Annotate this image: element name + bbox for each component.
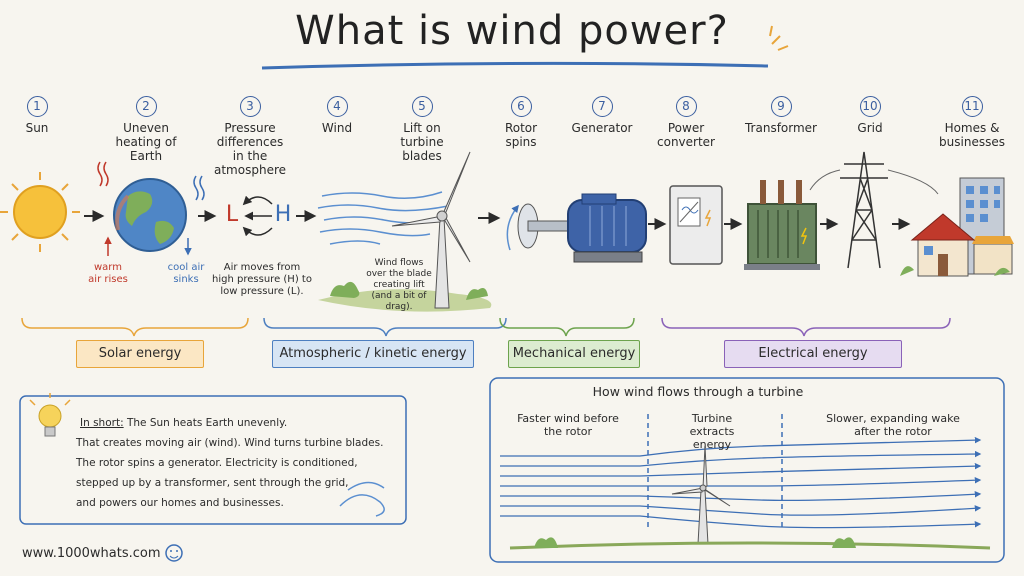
step-label: Transformer: [744, 121, 817, 135]
atmospheric-brace: [263, 317, 507, 337]
flow-title: How wind flows through a turbine: [592, 384, 804, 399]
step-label: Generator: [571, 121, 633, 135]
warm-air-note: warm air rises: [88, 262, 128, 285]
pylon-icon: [809, 151, 939, 269]
earth-icon: [113, 178, 187, 252]
title-sparkle: [769, 25, 789, 51]
step-label: Sun: [25, 121, 49, 135]
step-number: 2: [135, 96, 157, 117]
step-label: Lift on turbine blades: [400, 121, 444, 163]
step-wind: 4 Wind: [314, 96, 360, 135]
step-rotor: 6 Rotor spins: [496, 96, 546, 149]
pressure-arrow-top-icon: [242, 195, 273, 206]
heat-wave-icon: [97, 161, 109, 187]
step-grid: 10 Grid: [844, 96, 896, 135]
solar-brace: [21, 317, 249, 337]
high-pressure-label: H: [274, 202, 292, 227]
step-number: 7: [591, 96, 613, 117]
step-number: 9: [770, 96, 792, 117]
cool-air-note: cool air sinks: [167, 262, 205, 285]
step-number: 10: [859, 96, 881, 117]
pressure-arrow-bottom-icon: [242, 226, 273, 237]
generator-icon: [567, 193, 647, 263]
flow-slower-label: Slower, expanding wake after the rotor: [826, 412, 960, 438]
step-label: Grid: [857, 121, 883, 135]
info-line-4: stepped up by a transformer, sent throug…: [76, 477, 349, 489]
step-number: 3: [239, 96, 261, 117]
step-generator: 7 Generator: [568, 96, 636, 135]
bush-icon-2: [466, 288, 488, 300]
category-electrical: Electrical energy: [724, 340, 902, 368]
step-uneven-heating: 2 Uneven heating of Earth: [110, 96, 182, 163]
cool-wave-icon: [193, 175, 205, 201]
bush-icon: [330, 281, 360, 298]
flow-ground: [509, 541, 991, 550]
info-line-1: In short: The Sun heats Earth unevenly.: [80, 414, 287, 432]
rotor-icon: [506, 203, 569, 251]
step-label: Homes & businesses: [939, 121, 1005, 149]
step-label: Wind: [321, 121, 353, 135]
step-label: Power converter: [657, 121, 715, 149]
step-number: 1: [26, 96, 48, 117]
lightbulb-icon: [29, 393, 71, 437]
info-line-3: The rotor spins a generator. Electricity…: [76, 457, 358, 469]
step-number: 8: [675, 96, 697, 117]
power-converter-icon: [669, 185, 723, 265]
step-label: Pressure differences in the atmosphere: [214, 121, 286, 177]
step-number: 6: [510, 96, 532, 117]
flow-faster-label: Faster wind before the rotor: [517, 412, 619, 438]
category-mechanical: Mechanical energy: [508, 340, 640, 368]
flow-turbine-label: Turbine extracts energy: [689, 412, 735, 451]
info-prefix: In short:: [80, 417, 124, 429]
electrical-brace: [661, 317, 951, 337]
sun-icon: [0, 172, 80, 252]
info-line-5: and powers our homes and businesses.: [76, 497, 284, 509]
swirl-icon: [339, 481, 385, 517]
category-solar: Solar energy: [76, 340, 204, 368]
footer-url[interactable]: www.1000whats.com: [22, 546, 161, 561]
info-box: [19, 395, 407, 525]
page-title: What is wind power?: [295, 8, 729, 54]
info-line-2: That creates moving air (wind). Wind tur…: [76, 437, 384, 449]
title-underline: [261, 61, 769, 70]
category-atmospheric: Atmospheric / kinetic energy: [272, 340, 474, 368]
step-label: Rotor spins: [504, 121, 538, 149]
air-moves-note: Air moves from high pressure (H) to low …: [212, 262, 312, 297]
transformer-icon: [744, 180, 820, 270]
wind-flows-note: Wind flows over the blade creating lift …: [366, 258, 432, 312]
wind-turbine-icon: [391, 151, 471, 309]
smiley-icon: [165, 544, 183, 562]
flow-streamlines: [500, 436, 982, 529]
step-number: 5: [411, 96, 433, 117]
low-pressure-label: L: [225, 202, 239, 227]
mechanical-brace: [499, 317, 635, 337]
small-turbine-icon: [671, 445, 731, 545]
wind-lines-icon: [317, 191, 449, 245]
homes-icon: [900, 177, 1014, 277]
step-pressure: 3 Pressure differences in the atmosphere: [214, 96, 286, 177]
step-transformer: 9 Transformer: [740, 96, 822, 135]
info-line-1-text: The Sun heats Earth unevenly.: [126, 417, 288, 429]
step-label: Uneven heating of Earth: [115, 121, 177, 163]
step-number: 4: [326, 96, 348, 117]
step-sun: 1 Sun: [12, 96, 62, 135]
step-number: 11: [961, 96, 983, 117]
step-lift: 5 Lift on turbine blades: [392, 96, 452, 163]
step-power-converter: 8 Power converter: [654, 96, 718, 149]
step-homes: 11 Homes & businesses: [936, 96, 1008, 149]
flow-box: [489, 377, 1005, 563]
